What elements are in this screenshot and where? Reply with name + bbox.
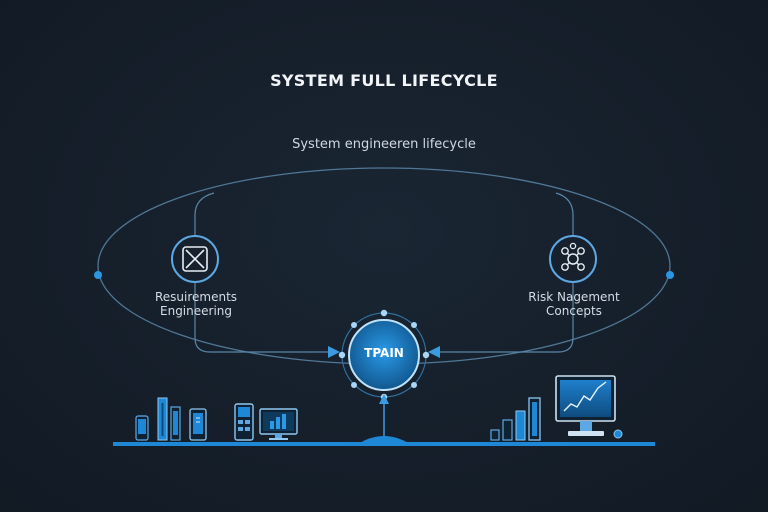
right-node-label: Risk Nagement Concepts — [504, 290, 644, 318]
monitor-chart-icon — [259, 408, 298, 440]
tall-bar-icon — [157, 397, 168, 441]
right-arrowhead — [428, 346, 440, 358]
up-arrowhead — [379, 394, 389, 404]
phone-icon — [135, 415, 149, 441]
left-node-line1: Resuirements — [154, 290, 238, 304]
diagram-subtitle: System engineeren lifecycle — [292, 137, 476, 152]
diagram-title: SYSTEM FULL LIFECYCLE — [270, 71, 498, 90]
hub-node — [338, 309, 430, 401]
left-node-label: Resuirements Engineering — [126, 290, 266, 318]
crossed-box-icon — [171, 235, 219, 283]
ground-line — [113, 442, 655, 446]
device-icons-left — [135, 397, 298, 441]
left-connector — [194, 192, 332, 353]
hub-label: TPAIN — [364, 346, 404, 360]
left-arrowhead — [328, 346, 340, 358]
network-nodes-icon — [549, 235, 597, 283]
device-icons-right — [490, 375, 623, 441]
left-node-line2: Engineering — [160, 304, 232, 318]
right-connector — [436, 192, 574, 353]
handheld-device-icon — [234, 403, 254, 441]
loop-right-dot — [666, 271, 674, 279]
desktop-monitor-icon — [555, 375, 616, 436]
loop-left-dot — [94, 271, 102, 279]
right-node-line1: Risk Nagement — [528, 290, 620, 304]
mouse-icon — [613, 429, 623, 439]
right-node-line2: Concepts — [546, 304, 602, 318]
bar-graph-icon — [490, 397, 541, 441]
server-icon — [170, 406, 181, 441]
tablet-icon — [189, 408, 207, 441]
